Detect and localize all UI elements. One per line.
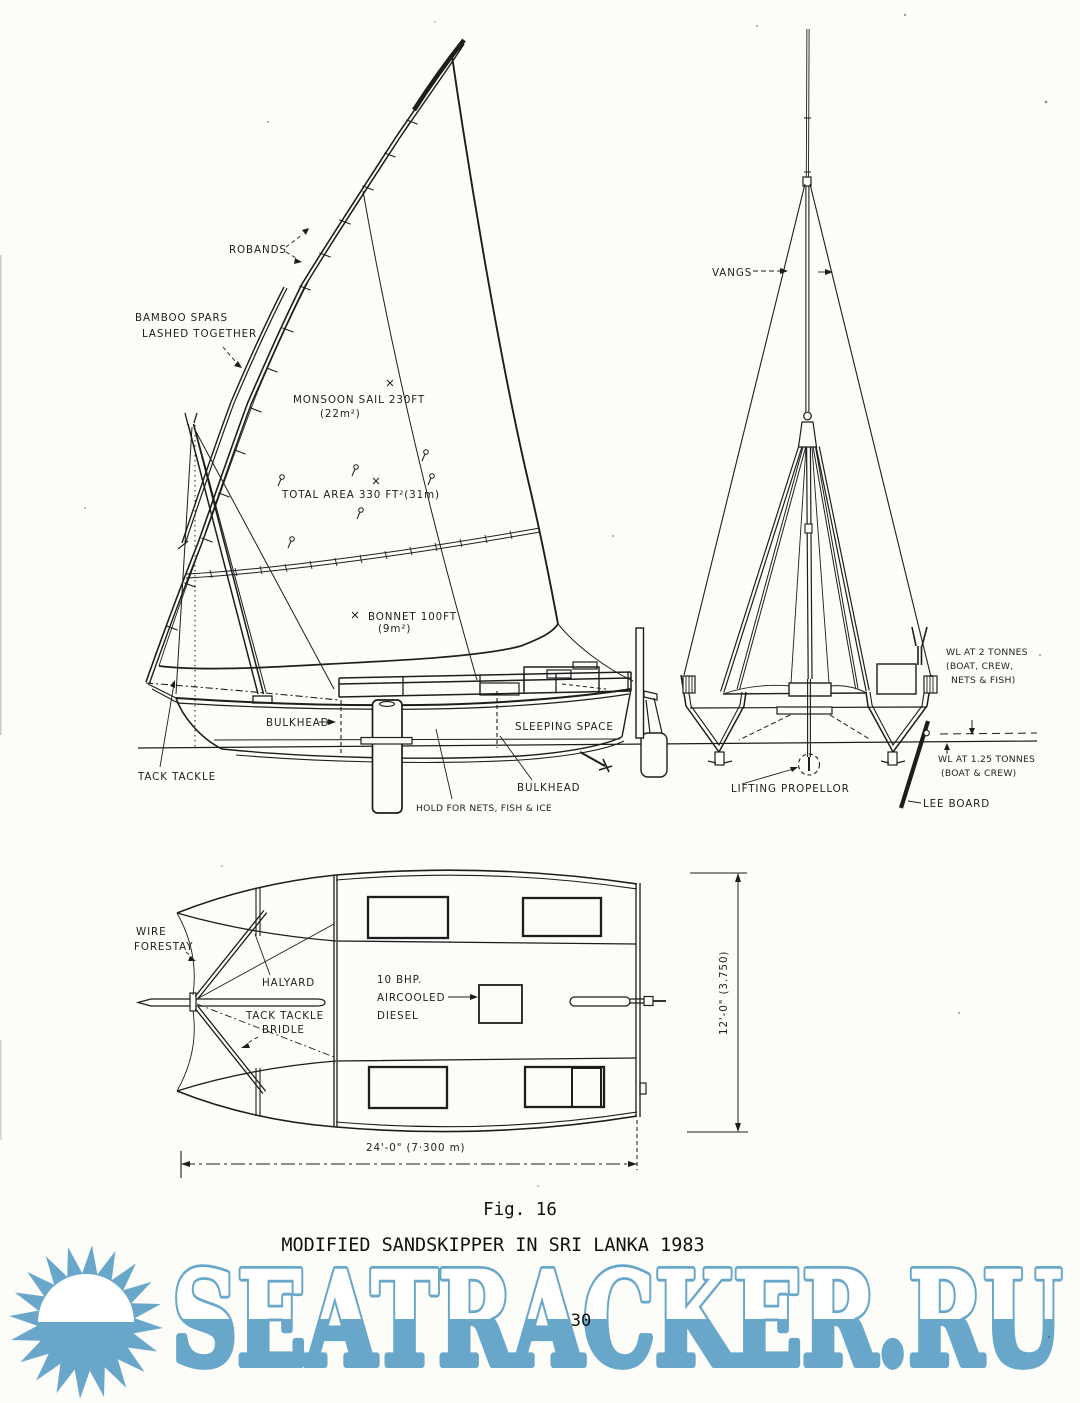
- label-forestay: FORESTAY: [134, 941, 193, 953]
- label-lifting-propellor: LIFTING PROPELLOR: [731, 783, 850, 795]
- label-wl2-1: WL AT 2 TONNES: [946, 647, 1028, 658]
- label-tack-tackle-bridle-1: TACK TACKLE: [245, 1010, 324, 1022]
- label-hold: HOLD FOR NETS, FISH & ICE: [416, 803, 552, 814]
- vang-lines: [683, 183, 932, 678]
- plan-bows: [176, 874, 337, 1128]
- watermark-text-top: SEATRACKER.RU: [172, 1244, 1062, 1395]
- label-bulkhead-fore: BULKHEAD: [266, 717, 330, 729]
- figure-number: Fig. 16: [483, 1200, 557, 1220]
- watermark-text-top-outline: SEATRACKER.RU: [172, 1244, 1062, 1395]
- centreboard: [360, 699, 413, 814]
- page-number: 30: [571, 1311, 591, 1331]
- label-tack-tackle-bridle-2: BRIDLE: [262, 1024, 305, 1036]
- label-total-area: TOTAL AREA 330 FT²(31m): [281, 489, 440, 501]
- label-wl125-2: (BOAT & CREW): [941, 768, 1017, 779]
- label-lee-board: LEE BOARD: [923, 798, 990, 810]
- bowsprit-and-bridle: [135, 910, 335, 1094]
- label-bamboo-spars-1: BAMBOO SPARS: [135, 312, 228, 324]
- label-wl2-2: (BOAT, CREW,: [946, 661, 1013, 672]
- label-wire: WIRE: [136, 926, 166, 938]
- label-monsoon-area: (22m²): [320, 408, 361, 420]
- label-tack-tackle: TACK TACKLE: [137, 771, 216, 783]
- plan-hatches: [366, 895, 606, 1110]
- engine-and-propeller: [738, 679, 872, 776]
- label-wl125-1: WL AT 1.25 TONNES: [938, 754, 1035, 765]
- engine-box: [478, 984, 523, 1024]
- label-engine-1: 10 BHP.: [377, 974, 422, 986]
- tripod-legs: [720, 446, 870, 693]
- side-view-labels: ROBANDS BAMBOO SPARS LASHED TOGETHER MON…: [135, 228, 614, 814]
- hull-side: [175, 688, 632, 764]
- plan-view-drawing: WIRE FORESTAY HALYARD TACK TACKLE BRIDLE…: [134, 869, 748, 1178]
- sail: [158, 55, 559, 670]
- label-bonnet: BONNET 100FT: [368, 611, 457, 623]
- front-elevation-drawing: VANGS WL AT 2 TONNES (BOAT, CREW, NETS &…: [680, 28, 1038, 810]
- label-robands: ROBANDS: [229, 244, 287, 256]
- sun-logo-icon: [9, 1245, 163, 1399]
- steering-oar: [569, 995, 666, 1095]
- lee-board: [898, 720, 931, 809]
- caption: Fig. 16 MODIFIED SANDSKIPPER IN SRI LANK…: [281, 1200, 704, 1331]
- label-engine-3: DIESEL: [377, 1010, 419, 1022]
- front-mast: [797, 28, 818, 680]
- label-bamboo-spars-2: LASHED TOGETHER: [142, 328, 257, 340]
- front-waterlines: [939, 720, 1038, 754]
- label-dim-length: 24'-0" (7·300 m): [366, 1142, 465, 1154]
- label-sleeping-space: SLEEPING SPACE: [515, 721, 614, 733]
- yard-bamboo-spars: [145, 38, 466, 684]
- cabin-coaming: [338, 661, 632, 698]
- label-monsoon-sail: MONSOON SAIL 230FT: [293, 394, 425, 406]
- watermark: SEATRACKER.RU SEATRACKER.RU SEATRACKER.R…: [9, 1240, 1066, 1399]
- figure-title: MODIFIED SANDSKIPPER IN SRI LANKA 1983: [281, 1235, 704, 1256]
- front-view-labels: VANGS WL AT 2 TONNES (BOAT, CREW, NETS &…: [712, 267, 1035, 810]
- label-dim-beam: 12'-0" (3.750): [718, 951, 730, 1035]
- side-elevation-drawing: ROBANDS BAMBOO SPARS LASHED TOGETHER MON…: [135, 38, 1038, 814]
- stern-gear: [579, 627, 668, 778]
- rigging-lines: [145, 190, 634, 748]
- plan-view-labels: WIRE FORESTAY HALYARD TACK TACKLE BRIDLE…: [134, 926, 730, 1154]
- scan-noise: [84, 13, 1051, 1339]
- label-bulkhead-aft: BULKHEAD: [517, 782, 581, 794]
- label-halyard: HALYARD: [262, 977, 315, 989]
- watermark-text-bottom: SEATRACKER.RU: [172, 1244, 1062, 1395]
- label-wl2-3: NETS & FISH): [951, 675, 1015, 686]
- label-engine-2: AIRCOOLED: [377, 992, 445, 1004]
- hull-cross-sections: [680, 626, 938, 766]
- label-vangs: VANGS: [712, 267, 752, 279]
- label-bonnet-area: (9m²): [378, 623, 411, 635]
- sail-marks: [277, 379, 435, 619]
- plan-deck: [333, 869, 641, 1133]
- plan-dimensions: [180, 872, 748, 1178]
